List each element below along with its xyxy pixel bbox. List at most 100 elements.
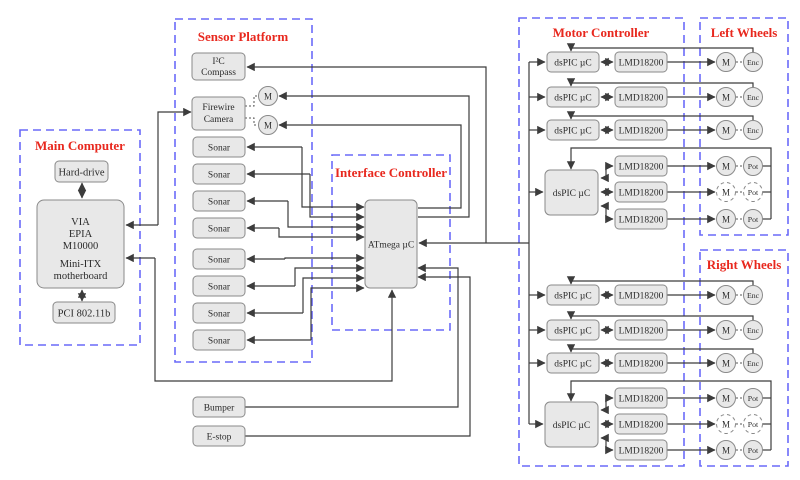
wheel-pot [743, 440, 763, 460]
wheel-encoder-label: Enc [747, 326, 760, 335]
camera-pan-motor [258, 86, 278, 106]
wire-atmega-camera-motor-2 [278, 120, 462, 209]
wheel-motor-label: M [722, 291, 730, 301]
motherboard-line: EPIA [69, 229, 93, 240]
camera-tilt-motor [258, 115, 278, 135]
dspic-label: dsPIC µC [554, 327, 591, 337]
wheel-motor-label: M [722, 188, 730, 198]
motherboard-line: VIA [71, 217, 90, 228]
right-wheels-group-box [699, 249, 789, 467]
wheel-encoder [743, 285, 763, 305]
wheel-motor [716, 87, 736, 107]
firewire-camera-label: Firewire [202, 103, 234, 113]
wire-enc-feedback [566, 111, 754, 121]
wire-sonar-3 [287, 201, 365, 232]
wire-dspic-lmd [605, 438, 614, 455]
lmd18200-box [614, 181, 668, 203]
dspic-label: dsPIC µC [553, 189, 590, 199]
lmd18200-label: LMD18200 [619, 447, 664, 457]
dspic-label: dsPIC µC [554, 292, 591, 302]
wire-sonar-7 [302, 273, 365, 313]
wheel-motor [716, 440, 736, 460]
sonar-box [192, 302, 246, 324]
camera-motor-label: M [264, 92, 272, 102]
lmd18200-box [614, 119, 668, 141]
dspic-box [544, 401, 599, 448]
motor-controller-units: dsPIC µC dsPIC µC dsPIC µC dsPIC µC dsPI… [544, 51, 668, 461]
motherboard-line: motherboard [54, 271, 108, 282]
lmd18200-label: LMD18200 [619, 94, 664, 104]
lmd18200-box [614, 413, 668, 435]
wire-sonar-2 [309, 174, 365, 222]
wheel-motor [716, 285, 736, 305]
sonar-box [192, 275, 246, 297]
estop-label: E-stop [207, 433, 232, 443]
wheel-encoder [743, 87, 763, 107]
sonar-box [192, 217, 246, 239]
sensor-platform-title: Sensor Platform [198, 29, 289, 44]
wire-bumper-atmega [245, 263, 459, 408]
motor-controller-title: Motor Controller [553, 25, 650, 40]
lmd18200-label: LMD18200 [619, 395, 664, 405]
wire-mobo-camera [157, 107, 192, 225]
lmd18200-box [614, 387, 668, 409]
lmd18200-box [614, 352, 668, 374]
hard-drive-label: Hard-drive [58, 168, 104, 179]
motherboard-box [36, 199, 125, 289]
wheel-pot-label: Pot [748, 394, 759, 403]
wheel-encoder-label: Enc [747, 359, 760, 368]
dspic-box [546, 119, 600, 141]
sonar-label: Sonar [208, 256, 231, 266]
lmd18200-label: LMD18200 [619, 163, 664, 173]
lmd18200-box [614, 86, 668, 108]
wire-mobo-atmega [154, 258, 397, 382]
wheel-motor-optional [716, 414, 736, 434]
link-camera-motor-2 [245, 117, 258, 126]
wheel-motor-label: M [722, 215, 730, 225]
wire-dspic-lmd [605, 206, 614, 224]
motherboard-line: M10000 [63, 241, 99, 252]
left-wheels-group-box [699, 17, 789, 236]
interface-controller-title: Interface Controller [335, 165, 447, 180]
wheel-motor-label: M [722, 162, 730, 172]
lmd18200-label: LMD18200 [619, 127, 664, 137]
wheel-pot [743, 388, 763, 408]
pci-wifi-label: PCI 802.11b [58, 309, 111, 320]
wheel-pot-optional [743, 182, 763, 202]
lmd18200-label: LMD18200 [619, 292, 664, 302]
interface-controller-group-box [331, 154, 451, 331]
dspic-label: dsPIC µC [554, 360, 591, 370]
dspic-box [546, 319, 600, 341]
wire-sonar-6 [294, 263, 365, 286]
wheel-motor [716, 52, 736, 72]
dspic-label: dsPIC µC [554, 127, 591, 137]
sonar-label: Sonar [208, 283, 231, 293]
lmd18200-box [614, 208, 668, 230]
atmega-label: ATmega µC [368, 241, 414, 251]
wheel-motor [716, 320, 736, 340]
wheel-motor [716, 156, 736, 176]
lmd18200-box [614, 155, 668, 177]
dspic-label: dsPIC µC [553, 421, 590, 431]
sonar-label: Sonar [208, 310, 231, 320]
wire-enc-feedback [566, 344, 754, 354]
wheel-motor-optional [716, 182, 736, 202]
wheel-motor-label: M [722, 359, 730, 369]
lmd18200-label: LMD18200 [619, 189, 664, 199]
wheel-encoder [743, 52, 763, 72]
sonar-label: Sonar [208, 337, 231, 347]
wheel-pot-label: Pot [748, 215, 759, 224]
wire-dspic-lmd [605, 393, 614, 410]
lmd18200-label: LMD18200 [619, 59, 664, 69]
wire-sonar-1 [301, 147, 365, 212]
hard-drive-box [54, 160, 109, 183]
wires [77, 43, 772, 455]
wheel-motor-label: M [722, 446, 730, 456]
wheel-encoder [743, 320, 763, 340]
wheel-motor-label: M [722, 326, 730, 336]
pci-wifi-box [52, 301, 116, 324]
wheel-motor [716, 388, 736, 408]
wire-enc-feedback [566, 311, 754, 321]
wire-atmega-camera-motor-1 [278, 91, 470, 218]
